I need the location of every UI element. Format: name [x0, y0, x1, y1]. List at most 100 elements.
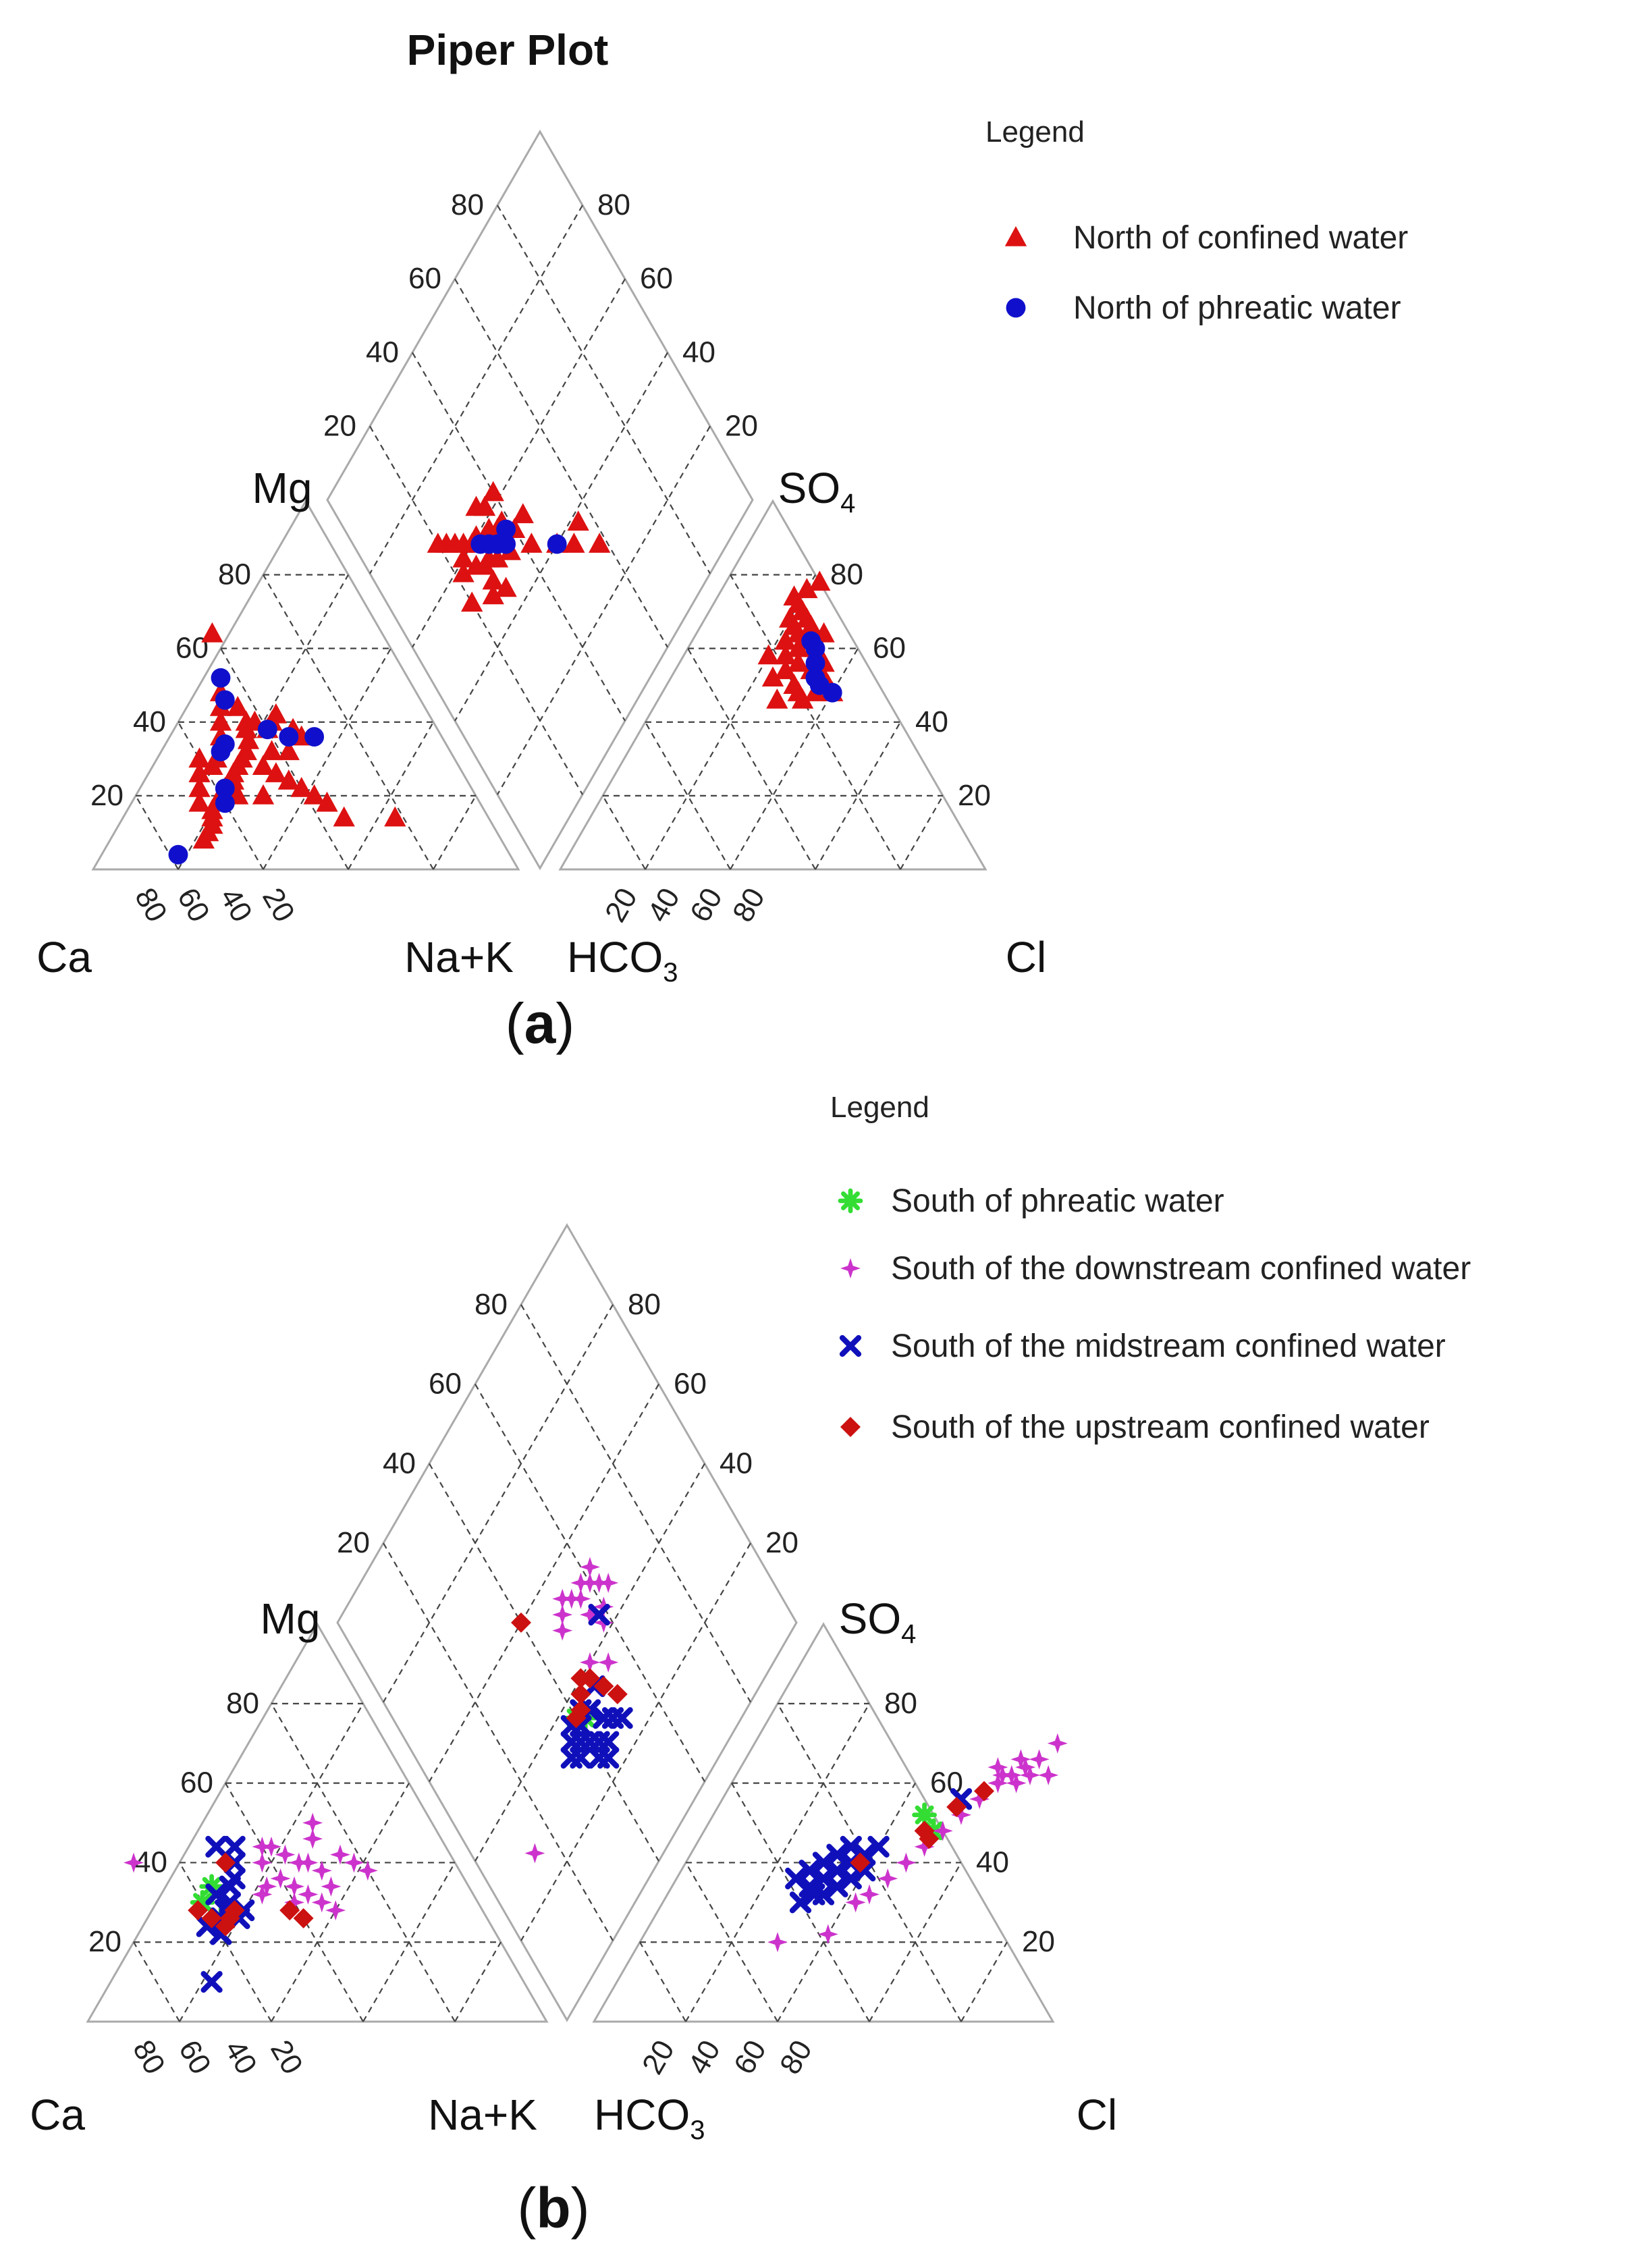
central-diamond-tick-label: 20 — [337, 1526, 370, 1559]
data-point-diamond — [566, 1708, 587, 1729]
data-point-cation — [252, 755, 275, 775]
data-point-cation — [311, 1892, 332, 1913]
data-point-cation — [290, 776, 313, 797]
anion-triangle-tick-label: 40 — [641, 882, 686, 927]
cation-triangle-tick-label: 60 — [171, 882, 216, 927]
data-point-diamond — [580, 1652, 600, 1673]
data-point-diamond — [560, 1731, 582, 1753]
legend-label: South of the downstream confined water — [891, 1251, 1471, 1287]
data-point-diamond — [452, 562, 475, 583]
anion-triangle-tick-label: 80 — [726, 882, 771, 927]
data-point-diamond — [495, 576, 517, 597]
data-point-anion — [1020, 1764, 1040, 1785]
anion-triangle-gridline — [815, 722, 901, 870]
data-point-cation — [223, 1835, 246, 1858]
data-point-cation — [333, 806, 355, 827]
cation-triangle-tick-label: 20 — [90, 779, 124, 812]
cation-triangle-tick-label: 60 — [172, 2034, 217, 2080]
data-point-cation — [302, 1812, 323, 1833]
data-point-anion — [826, 1875, 848, 1897]
legend-title: Legend — [985, 115, 1085, 148]
anion-triangle-tick-label: 40 — [682, 2034, 727, 2080]
anion-triangle-tick-label: 60 — [873, 632, 906, 665]
central-diamond-tick-label: 80 — [475, 1288, 508, 1321]
cation-triangle-gridline — [133, 1941, 180, 2022]
anion-triangle-outline — [558, 499, 987, 871]
data-point-anion — [798, 1860, 821, 1882]
data-point-diamond — [567, 510, 589, 531]
data-point-cation — [227, 695, 249, 716]
data-point-diamond — [452, 547, 475, 568]
data-point-cation — [357, 1860, 378, 1881]
anion-triangle-gridline — [685, 1862, 778, 2022]
data-point-cation — [265, 762, 288, 782]
legend-marker — [838, 1188, 863, 1214]
data-point-anion — [787, 637, 809, 657]
data-point-diamond — [552, 1620, 573, 1641]
legend-marker — [1004, 226, 1027, 246]
data-point-diamond — [524, 1843, 545, 1864]
data-point-anion — [812, 1883, 835, 1906]
data-point-diamond — [563, 533, 585, 553]
data-point-cation — [215, 778, 235, 799]
data-point-cation — [256, 1876, 277, 1897]
data-point-cation — [316, 791, 338, 812]
cation-triangle-gridline — [271, 1783, 410, 2022]
data-point-anion — [826, 1843, 848, 1866]
data-point-cation — [261, 740, 283, 761]
data-point-cation — [252, 1884, 273, 1905]
legend-item: South of the midstream confined water — [839, 1328, 1446, 1364]
cation-triangle-outline — [86, 1622, 549, 2023]
data-point-cation — [205, 1883, 227, 1906]
data-point-cation — [224, 1900, 245, 1921]
data-point-cation — [257, 720, 277, 740]
data-point-anion — [914, 1836, 935, 1857]
central-diamond-tick-label: 60 — [429, 1368, 462, 1401]
data-point-anion — [1047, 1733, 1068, 1754]
data-point-cation — [277, 770, 300, 790]
data-point-anion — [774, 659, 797, 680]
data-point-cation — [215, 793, 235, 813]
data-point-cation — [211, 741, 231, 761]
anion-triangle-gridline — [730, 574, 901, 870]
axis-label-hco: HCO3 — [567, 933, 678, 988]
axis-label-nak: Na+K — [428, 2090, 537, 2139]
central-diamond-tick-label: 40 — [720, 1447, 753, 1480]
data-point-anion — [932, 1820, 953, 1841]
data-point-cation — [211, 668, 231, 688]
legend-marker — [1006, 298, 1026, 318]
anion-triangle-gridline — [731, 1783, 870, 2022]
data-point-cation — [261, 1836, 281, 1857]
axis-label-cl: Cl — [1006, 933, 1046, 981]
data-point-cation — [303, 784, 325, 805]
central-diamond-gridline — [497, 205, 711, 574]
data-point-cation — [265, 703, 288, 724]
data-point-cation — [215, 1852, 236, 1873]
axis-label-mg: Mg — [261, 1594, 321, 1643]
data-point-anion — [919, 1829, 940, 1850]
data-point-cation — [311, 1860, 332, 1881]
data-point-cation — [384, 806, 406, 827]
cation-triangle-gridline — [263, 574, 434, 870]
central-diamond-tick-label: 80 — [451, 188, 484, 221]
anion-triangle-gridline — [602, 795, 646, 870]
data-point-cation — [325, 1900, 346, 1921]
data-point-cation — [298, 1852, 319, 1873]
cation-triangle-gridline — [362, 1862, 456, 2022]
data-point-cation — [188, 762, 211, 782]
data-point-anion — [877, 1868, 898, 1889]
data-point-anion — [867, 1835, 890, 1858]
cation-triangle-tick-label: 80 — [128, 882, 173, 927]
data-point-anion — [774, 629, 797, 650]
data-point-diamond — [496, 534, 516, 554]
data-point-cation — [302, 1829, 323, 1850]
data-point-cation — [293, 1908, 314, 1928]
data-point-anion — [987, 1757, 1008, 1778]
data-point-cation — [321, 1876, 342, 1897]
cation-triangle-tick-label: 80 — [226, 1687, 259, 1720]
data-point-anion — [992, 1764, 1013, 1785]
data-point-anion — [987, 1773, 1008, 1793]
data-point-cation — [279, 1900, 300, 1921]
data-point-cation — [168, 844, 188, 865]
